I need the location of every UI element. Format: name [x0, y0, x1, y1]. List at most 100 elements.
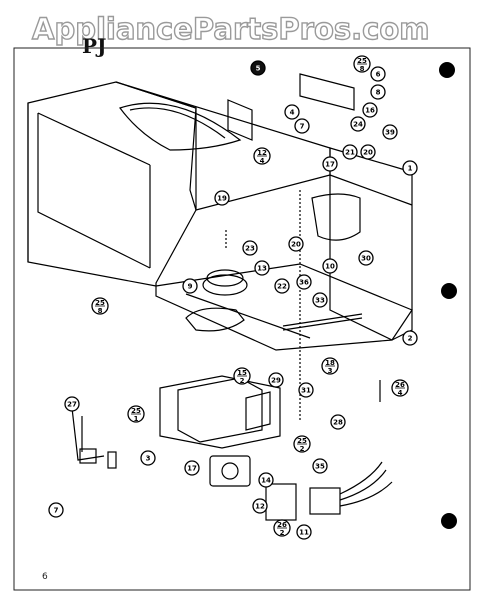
- callout-subnumber: 8: [360, 65, 365, 73]
- callout-c23: 23: [242, 240, 258, 256]
- callout-number: 2: [408, 335, 413, 343]
- callout-number: 39: [385, 129, 395, 137]
- callout-circle: [370, 84, 386, 100]
- callout-number: 1: [408, 165, 413, 173]
- callout-c35: 35: [312, 458, 328, 474]
- diagram-label: PJ: [82, 34, 107, 58]
- callout-circle: [258, 472, 274, 488]
- callout-number: 4: [290, 109, 295, 117]
- callout-c13: 13: [254, 260, 270, 276]
- callout-c25d: 252: [293, 435, 311, 453]
- callout-circle: [360, 144, 376, 160]
- callout-subnumber: 3: [328, 367, 333, 375]
- callout-number: 17: [325, 161, 335, 169]
- callout-number: 23: [245, 245, 255, 253]
- callout-number: 9: [188, 283, 193, 291]
- callout-c19: 19: [214, 190, 230, 206]
- callout-circle: [284, 104, 300, 120]
- callout-c31: 31: [298, 382, 314, 398]
- callout-number: 30: [361, 255, 371, 263]
- callout-circle: [254, 260, 270, 276]
- callout-number: 26: [395, 381, 405, 389]
- callout-circle: [342, 144, 358, 160]
- callout-number: 14: [261, 477, 271, 485]
- callout-number: 25: [297, 437, 307, 445]
- callout-subnumber: 8: [98, 307, 103, 315]
- callout-c8: 8: [370, 84, 386, 100]
- callout-c1: 1: [402, 160, 418, 176]
- page-border: [13, 47, 471, 591]
- callout-circle: [250, 60, 266, 76]
- callout-c25c: 251: [127, 405, 145, 423]
- callout-c5: 5: [250, 60, 266, 76]
- callout-c12b: 12: [252, 498, 268, 514]
- callout-number: 33: [315, 297, 325, 305]
- callout-c26a: 264: [391, 379, 409, 397]
- callout-c39: 39: [382, 124, 398, 140]
- callout-c10: 10: [322, 258, 338, 274]
- callout-c4: 4: [284, 104, 300, 120]
- binder-hole: [441, 513, 457, 529]
- watermark: AppliancePartsPros.com: [31, 11, 430, 46]
- callout-circle: [140, 450, 156, 466]
- callout-circle: [294, 118, 310, 134]
- callout-circle: [350, 116, 366, 132]
- callout-c21: 21: [342, 144, 358, 160]
- callout-number: 8: [376, 89, 381, 97]
- callout-circle: [330, 414, 346, 430]
- callout-number: 7: [54, 507, 59, 515]
- callout-circle: [362, 102, 378, 118]
- callout-number: 16: [365, 107, 375, 115]
- page-number: 6: [42, 572, 48, 582]
- callout-circle: [312, 458, 328, 474]
- callout-c27: 27: [64, 396, 80, 412]
- callout-number: 17: [187, 465, 197, 473]
- callout-c29: 29: [268, 372, 284, 388]
- callout-circle: [296, 274, 312, 290]
- callout-circle: [382, 124, 398, 140]
- callout-subnumber: 2: [280, 529, 285, 537]
- callout-circle: [214, 190, 230, 206]
- callout-c6: 6: [370, 66, 386, 82]
- callout-c30: 30: [358, 250, 374, 266]
- callout-c11: 11: [296, 524, 312, 540]
- callout-circle: [184, 460, 200, 476]
- callout-number: 11: [299, 529, 309, 537]
- callout-number: 31: [301, 387, 311, 395]
- callout-number: 12: [255, 503, 265, 511]
- callout-circle: [288, 236, 304, 252]
- callout-c17b: 17: [184, 460, 200, 476]
- callout-c9: 9: [182, 278, 198, 294]
- callout-circle: [312, 292, 328, 308]
- callout-number: 18: [325, 359, 335, 367]
- binder-hole: [441, 283, 457, 299]
- callout-circle: [268, 372, 284, 388]
- callout-number: 12: [257, 149, 267, 157]
- cabinet-outline: [27, 73, 413, 521]
- callout-number: 22: [277, 283, 287, 291]
- callout-c18: 183: [321, 357, 339, 375]
- callout-c16: 16: [362, 102, 378, 118]
- callout-circle: [402, 330, 418, 346]
- callout-c22: 22: [274, 278, 290, 294]
- callout-c20b: 20: [288, 236, 304, 252]
- callout-number: 3: [146, 455, 151, 463]
- callout-c33: 33: [312, 292, 328, 308]
- callout-circle: [48, 502, 64, 518]
- callout-circle: [298, 382, 314, 398]
- callout-number: 27: [67, 401, 77, 409]
- callout-number: 19: [217, 195, 227, 203]
- callout-circle: [64, 396, 80, 412]
- callout-c28: 28: [330, 414, 346, 430]
- callout-circle: [274, 278, 290, 294]
- callout-c25a: 258: [353, 55, 371, 73]
- callout-c36: 36: [296, 274, 312, 290]
- callout-number: 6: [376, 71, 381, 79]
- callout-subnumber: 2: [240, 377, 245, 385]
- callout-circle: [322, 156, 338, 172]
- callout-circle: [296, 524, 312, 540]
- callout-number: 24: [353, 121, 363, 129]
- callout-number: 26: [277, 521, 287, 529]
- callout-circle: [358, 250, 374, 266]
- callout-subnumber: 1: [134, 415, 139, 423]
